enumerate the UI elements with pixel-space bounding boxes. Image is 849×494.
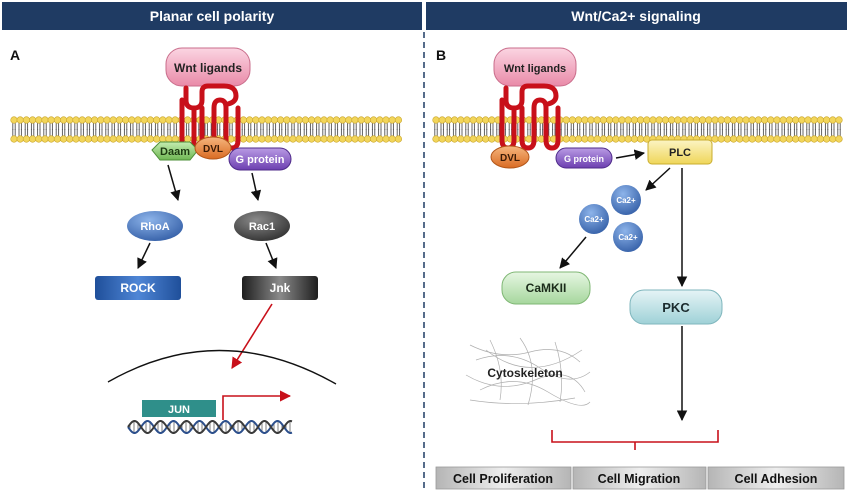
plc-node [647, 139, 713, 165]
arrow-gprotein-plc [615, 149, 646, 160]
g-protein-node-a [228, 147, 292, 171]
outcome-label-migration: Cell Migration [598, 472, 681, 486]
g-protein-label-b: G protein [564, 154, 604, 164]
dvl-label-b: DVL [500, 153, 520, 164]
calcium-ion: Ca2+ [579, 204, 609, 234]
arrow-daam-rhoa [167, 164, 181, 202]
g-protein-label-a: G protein [236, 154, 285, 166]
rock-label: ROCK [120, 281, 156, 295]
outcome-label-adhesion: Cell Adhesion [735, 472, 818, 486]
svg-text:Ca2+: Ca2+ [616, 196, 636, 205]
svg-text:Ca2+: Ca2+ [618, 233, 638, 242]
g-protein-node-b [555, 147, 613, 169]
daam-label: Daam [160, 146, 190, 158]
rhoa-label: RhoA [140, 221, 169, 233]
arrow-gprotein-rac1 [250, 172, 262, 202]
arrow-calcium-camkii [559, 236, 587, 269]
jnk-label: Jnk [270, 281, 291, 295]
cytoskeleton-label: Cytoskeleton [487, 366, 562, 380]
rac1-node [234, 211, 290, 241]
camkii-node [501, 271, 591, 305]
outcome-bar-adhesion [707, 466, 845, 490]
wnt-ligand-b-label: Wnt ligands [504, 63, 566, 75]
outcome-bar-migration [572, 466, 707, 490]
transcription-start-arrow [222, 390, 292, 420]
rock-node [95, 276, 181, 300]
cell-membrane-b [432, 116, 843, 143]
camkii-label: CaMKII [526, 281, 567, 295]
header-title-right: Wnt/Ca2+ signaling [571, 8, 701, 24]
plc-label: PLC [669, 147, 691, 159]
header-bar-right [426, 2, 847, 30]
header-bar-left [2, 2, 422, 30]
arrow-jnk-nucleus [231, 303, 273, 369]
rac1-label: Rac1 [249, 221, 275, 233]
header-title-left: Planar cell polarity [150, 8, 275, 24]
wnt-ligand-a-label: Wnt ligands [174, 61, 242, 75]
arrow-rhoa-rock [137, 242, 151, 269]
jnk-node [242, 276, 318, 300]
svg-text:Ca2+: Ca2+ [584, 215, 604, 224]
arrow-plc-calcium [645, 167, 671, 191]
arrow-rac1-jnk [265, 242, 278, 269]
nuclear-envelope [107, 349, 337, 385]
dvl-label-a: DVL [203, 144, 223, 155]
pkc-node [629, 289, 723, 325]
panel-b-letter: B [436, 47, 446, 63]
outcome-bar-proliferation [435, 466, 572, 490]
dvl-node-b [490, 145, 530, 169]
jun-label: JUN [168, 404, 190, 416]
jun-node [142, 400, 216, 417]
outcome-label-proliferation: Cell Proliferation [453, 472, 553, 486]
dvl-node-a [194, 136, 232, 160]
calcium-ion: Ca2+ [613, 222, 643, 252]
dna-helix [127, 420, 293, 434]
outcome-bracket [551, 430, 719, 450]
rhoa-node [127, 211, 183, 241]
calcium-ion: Ca2+ [611, 185, 641, 215]
pkc-label: PKC [662, 300, 690, 315]
cytoskeleton-fibers [465, 337, 591, 406]
panel-a-letter: A [10, 47, 20, 63]
